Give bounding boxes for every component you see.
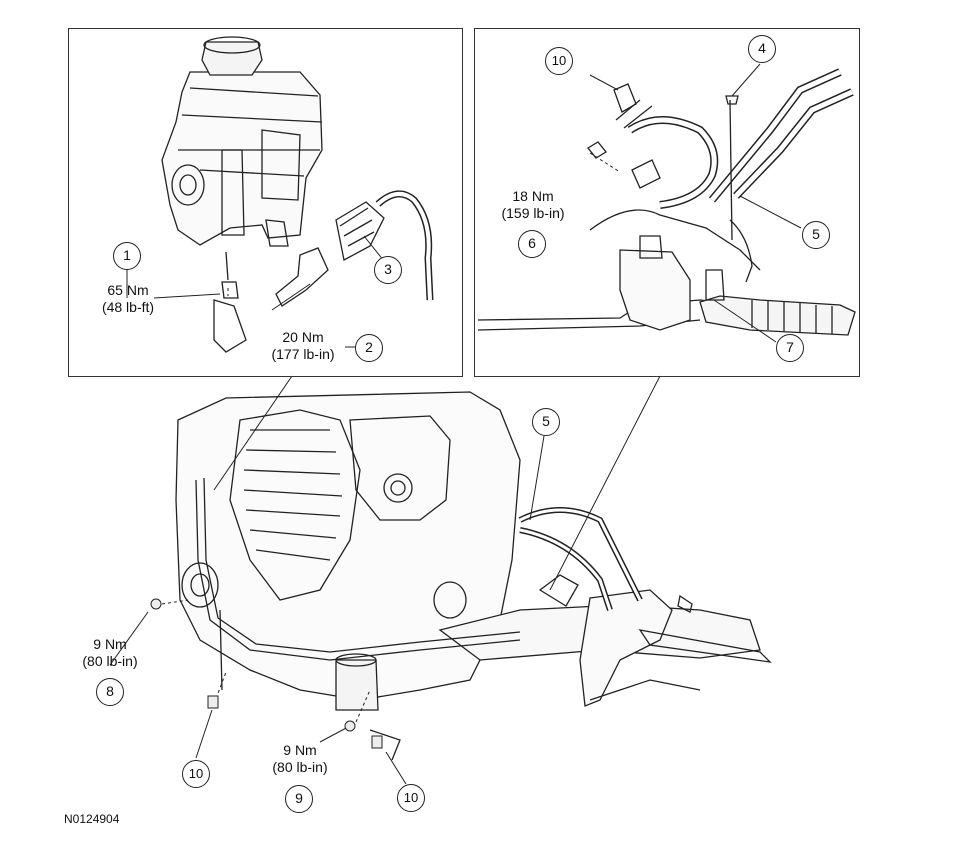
callout-7: 7: [776, 334, 804, 362]
callout-1: 1: [113, 242, 141, 270]
torque-spec-2: 20 Nm (177 lb-in): [262, 329, 344, 363]
callout-4: 4: [748, 35, 776, 63]
torque-imperial: (159 lb-in): [501, 205, 565, 221]
callout-3: 3: [374, 256, 402, 284]
torque-metric: 20 Nm: [282, 329, 324, 345]
fastener-markers: [150, 598, 383, 749]
callout-5-main: 5: [532, 408, 560, 436]
torque-imperial: (177 lb-in): [271, 346, 335, 362]
line-routing-illustration: [477, 68, 856, 336]
callout-9: 9: [285, 785, 313, 813]
callout-10-bottom: 10: [397, 784, 425, 812]
torque-metric: 9 Nm: [283, 742, 317, 758]
torque-metric: 18 Nm: [512, 188, 554, 204]
torque-metric: 9 Nm: [93, 636, 127, 652]
pump-illustration: [161, 36, 434, 353]
leader-lines: [109, 63, 802, 785]
torque-imperial: (48 lb-ft): [101, 299, 155, 315]
torque-imperial: (80 lb-in): [272, 759, 328, 775]
callout-10-top: 10: [545, 47, 573, 75]
callout-2: 2: [355, 334, 383, 362]
figure-id: N0124904: [64, 812, 120, 826]
torque-spec-6: 18 Nm (159 lb-in): [492, 188, 574, 222]
callout-10-left: 10: [182, 760, 210, 788]
torque-metric: 65 Nm: [107, 282, 149, 298]
callout-6: 6: [518, 230, 546, 258]
torque-spec-8: 9 Nm (80 lb-in): [72, 636, 148, 670]
pump-detail-panel: [68, 28, 463, 377]
engine-assembly-illustration: [175, 391, 772, 761]
torque-imperial: (80 lb-in): [82, 653, 138, 669]
callout-8: 8: [96, 678, 124, 706]
torque-spec-9: 9 Nm (80 lb-in): [262, 742, 338, 776]
torque-spec-1: 65 Nm (48 lb-ft): [96, 282, 160, 316]
callout-5-top: 5: [802, 221, 830, 249]
routing-detail-panel: [474, 28, 860, 377]
